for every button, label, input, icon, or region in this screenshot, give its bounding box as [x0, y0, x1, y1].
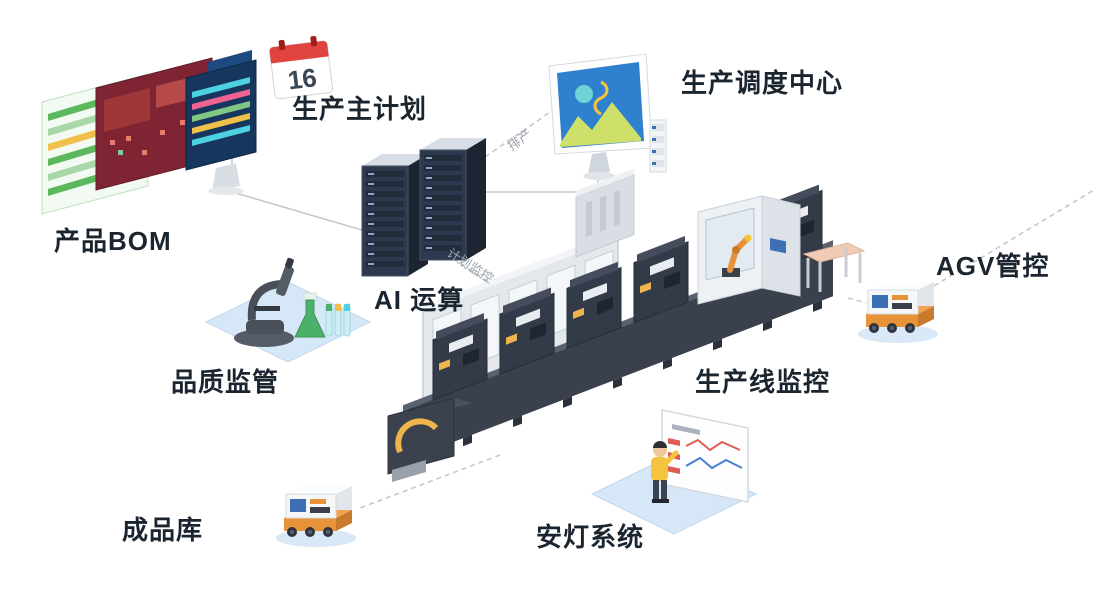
andon-illustration — [590, 409, 758, 535]
label-ai-compute: AI 运算 — [374, 285, 465, 315]
calendar-day: 16 — [286, 62, 318, 95]
production-line-illustration — [387, 168, 866, 482]
label-andon: 安灯系统 — [536, 522, 645, 552]
line-output-end — [387, 397, 472, 482]
agv-warehouse-illustration — [275, 485, 357, 548]
ai-servers-illustration — [361, 138, 486, 277]
label-quality: 品质监管 — [171, 367, 280, 397]
edge-bom-to-ai — [231, 155, 363, 231]
edge-line-to-agv — [847, 297, 867, 304]
edge-line-to-warehouse — [359, 454, 501, 509]
label-dispatch-center: 生产调度中心 — [681, 68, 844, 98]
label-line-monitor: 生产线监控 — [695, 367, 831, 397]
bom-screens-illustration — [41, 50, 257, 215]
label-master-plan: 生产主计划 — [292, 94, 428, 124]
edge-agv-out — [933, 189, 1095, 287]
calendar-icon: 16 — [269, 36, 334, 100]
label-agv-control: AGV管控 — [936, 251, 1050, 281]
worker-figure — [651, 441, 679, 503]
dispatch-monitor-illustration — [548, 53, 667, 180]
worktable-illustration — [802, 242, 866, 292]
label-product-bom: 产品BOM — [54, 226, 172, 256]
quality-illustration — [204, 257, 372, 363]
agv-right-illustration — [857, 281, 939, 344]
label-warehouse: 成品库 — [122, 515, 204, 545]
robot-cell-illustration — [697, 195, 801, 305]
